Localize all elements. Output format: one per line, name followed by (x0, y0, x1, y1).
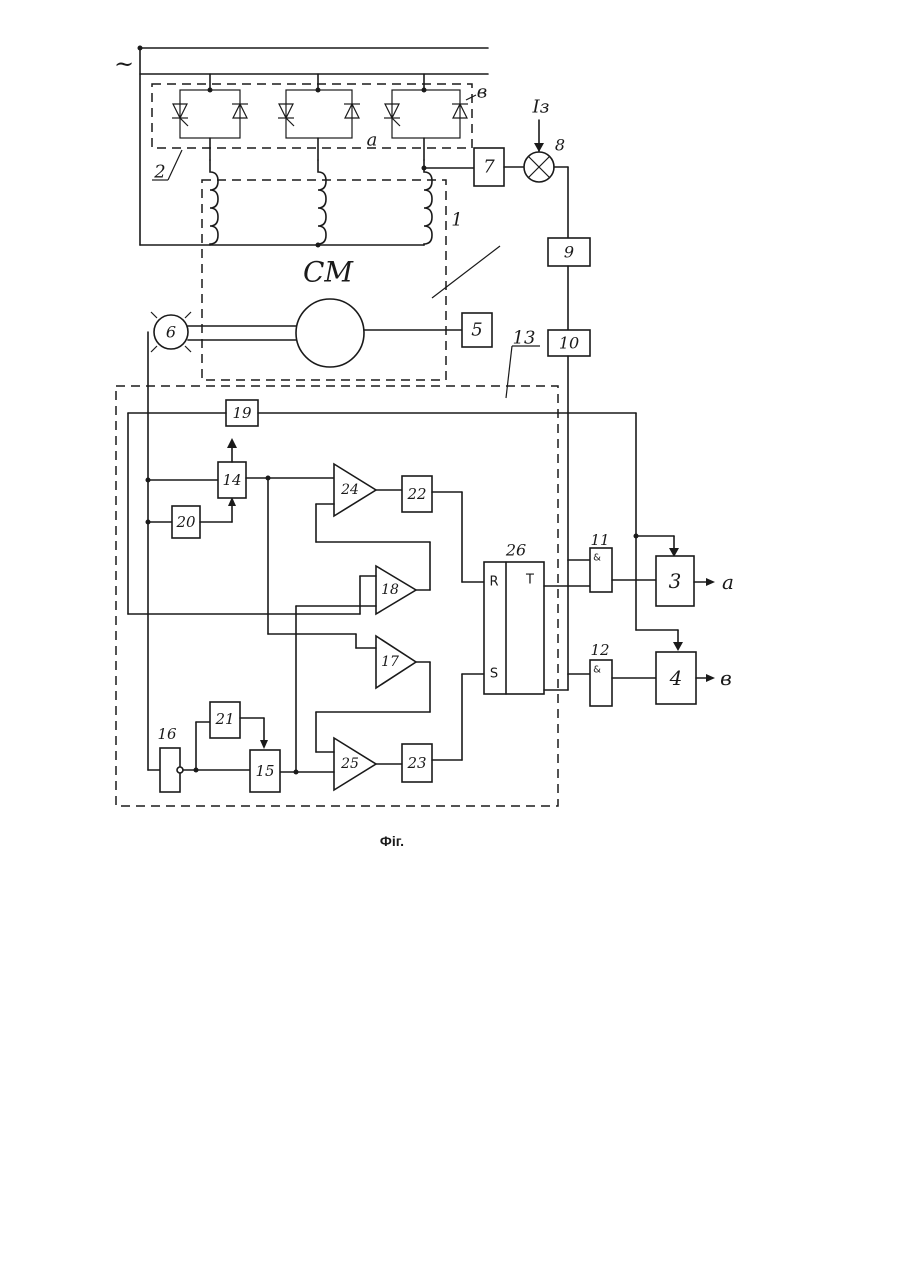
svg-text:18: 18 (381, 582, 399, 598)
block-10: 10 (559, 334, 579, 353)
svg-text:24: 24 (340, 482, 359, 498)
output-b: в (720, 666, 732, 690)
svg-text:17: 17 (381, 654, 399, 670)
block-23: 23 (406, 754, 426, 772)
block-3: 3 (669, 569, 682, 593)
machine-rotor (296, 299, 364, 367)
callout-thyristor-b: в (477, 82, 487, 103)
figure-caption: Фіг. (380, 833, 404, 849)
block-11: 11 (590, 531, 609, 549)
svg-text:25: 25 (340, 756, 359, 772)
block-21: 21 (214, 710, 234, 728)
callout-1: 1 (451, 210, 462, 231)
block-19: 19 (232, 404, 252, 422)
block-5: 5 (471, 320, 482, 341)
block-26: 26 (505, 541, 526, 560)
sensor-6: 6 (166, 323, 176, 342)
block-4: 4 (669, 666, 683, 690)
control-unit: 13 20 14 19 24 (116, 328, 636, 807)
trigger-output-t: T (525, 573, 534, 588)
supply-symbol: ~ (114, 50, 134, 78)
svg-text:&: & (593, 665, 601, 676)
block-7: 7 (483, 157, 495, 178)
callout-thyristor-a: а (367, 130, 378, 151)
thyristor-converter: а в 2 (152, 74, 487, 183)
trigger-input-s: S (490, 667, 498, 682)
trigger-input-r: R (489, 575, 498, 590)
output-stage: & 11 & 12 3 а 4 в (544, 413, 734, 706)
block-15: 15 (255, 762, 274, 780)
block-9: 9 (564, 243, 574, 262)
summing-node-8: 8 (555, 136, 565, 155)
block-20: 20 (175, 513, 196, 531)
block-14: 14 (222, 471, 241, 489)
svg-text:&: & (593, 553, 601, 564)
machine-label: СМ (303, 256, 354, 289)
synchronous-machine: СМ 1 5 6 (140, 160, 500, 380)
callout-2: 2 (153, 162, 165, 183)
current-setpoint: Iз (532, 97, 550, 118)
output-a: а (722, 570, 734, 594)
block-22: 22 (406, 485, 426, 503)
callout-13: 13 (513, 328, 536, 349)
block-16: 16 (157, 725, 177, 743)
block-12: 12 (590, 641, 609, 659)
